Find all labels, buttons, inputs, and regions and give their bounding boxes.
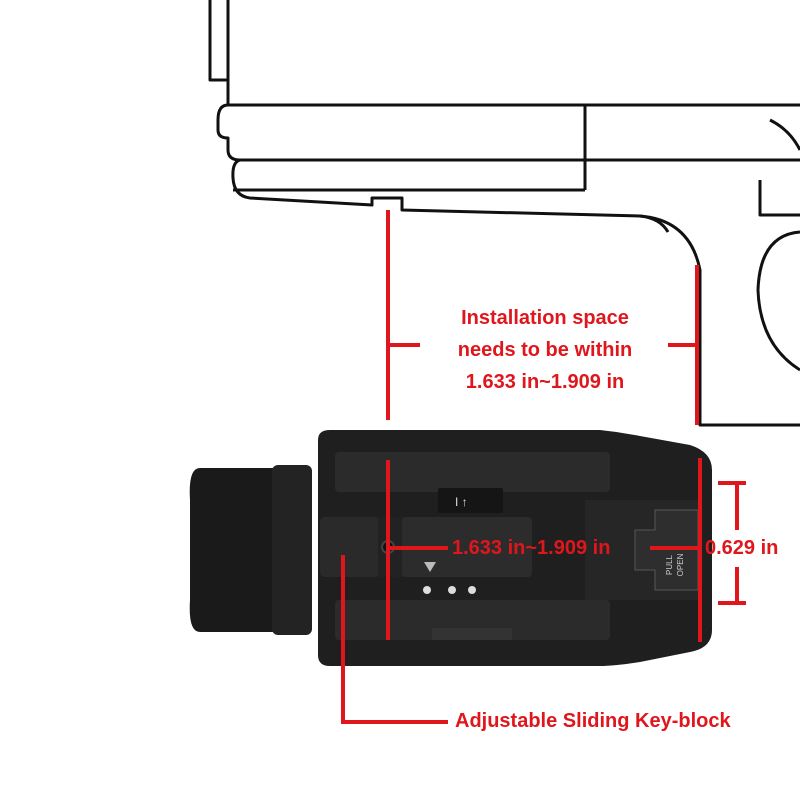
rail-bottom [335, 600, 610, 640]
key-block [320, 517, 380, 577]
light-bezel [189, 468, 282, 632]
svg-text:OPEN: OPEN [676, 553, 685, 576]
key-block-leader [341, 555, 448, 724]
thumb-wheel [432, 628, 512, 640]
pull-open-label: PULL [665, 554, 674, 575]
light-head [272, 465, 312, 635]
rail-top [335, 452, 610, 492]
install-line-3: 1.633 in~1.909 in [465, 371, 625, 393]
install-line-2: needs to be within [457, 339, 633, 361]
switch-top [438, 488, 503, 513]
key-block-label: Adjustable Sliding Key-block [455, 710, 731, 732]
height-label: 0.629 in [705, 537, 779, 559]
rail-length-label: 1.633 in~1.909 in [452, 537, 611, 559]
install-line-1: Installation space [461, 307, 629, 329]
installation-space-label: Installation space needs to be within 1.… [420, 302, 670, 398]
switch-arrow: I ↑ [455, 495, 468, 509]
